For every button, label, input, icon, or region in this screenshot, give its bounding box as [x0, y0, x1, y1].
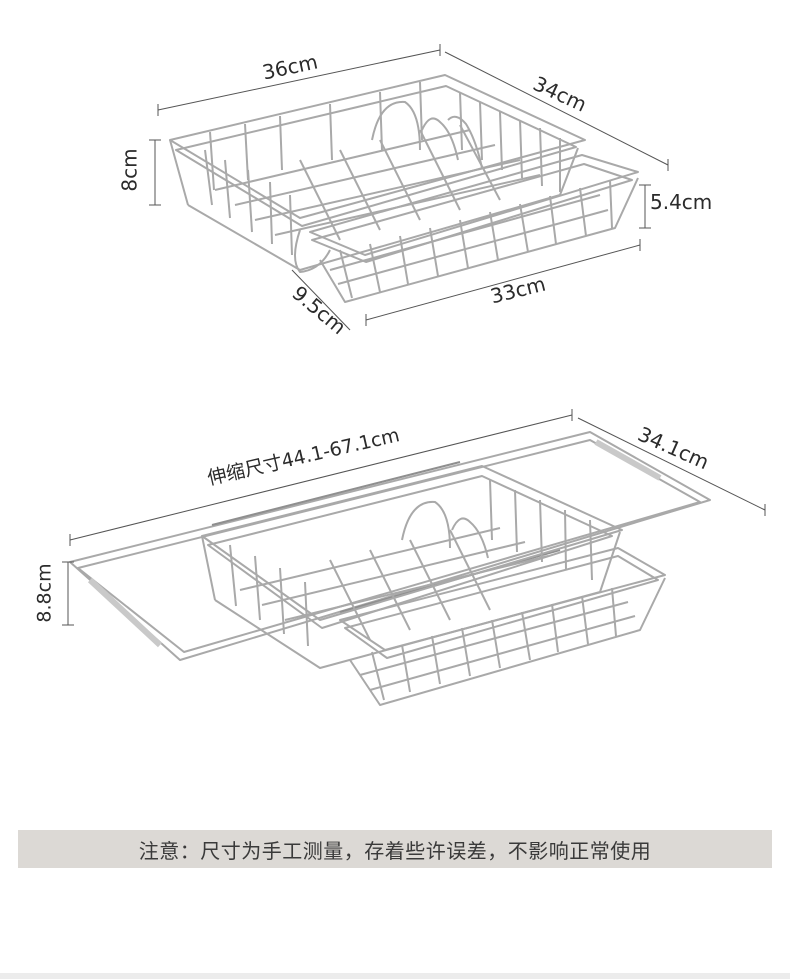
tray-height-label: 5.4cm	[650, 190, 713, 214]
disclaimer-bar: 注意：尺寸为手工测量，存着些许误差，不影响正常使用	[18, 830, 772, 868]
bottom-divider	[0, 973, 790, 979]
bottom-height-label: 8.8cm	[33, 563, 56, 623]
disclaimer-text: 注意：尺寸为手工测量，存着些许误差，不影响正常使用	[138, 838, 652, 863]
top-basket-illustration	[169, 74, 639, 303]
top-dimension-lines	[149, 44, 669, 331]
top-height-label: 8cm	[117, 148, 142, 192]
bottom-basket-illustration	[69, 431, 711, 706]
bottom-dimension-lines	[62, 409, 766, 626]
